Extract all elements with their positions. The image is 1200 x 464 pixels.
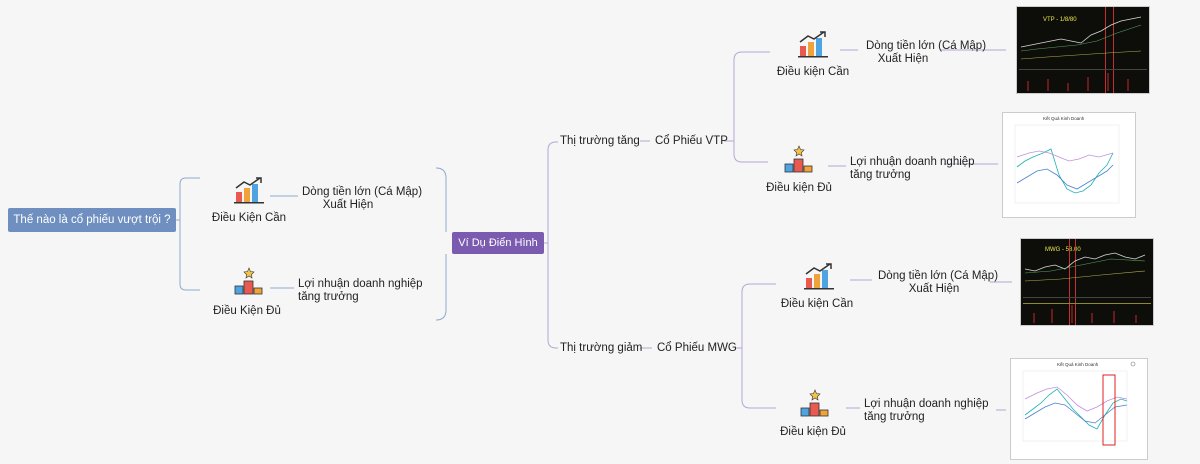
left-du-detail-line2: tăng trưởng <box>298 291 359 303</box>
vtp-price-chart-image[interactable]: VTP - 1/8/80 <box>1016 6 1150 94</box>
mwg-can-detail-line2: Xuất Hiện <box>908 283 960 295</box>
vtp-chart-title: VTP - 1/8/80 <box>1043 17 1077 23</box>
mwg-can-detail[interactable]: Dòng tiền lớn (Cá Mập) Xuất Hiện <box>878 270 998 296</box>
stock-mwg-label[interactable]: Cổ Phiếu MWG <box>657 342 737 354</box>
left-can-detail[interactable]: Dòng tiền lớn (Cá Mập) Xuất Hiện <box>302 186 422 212</box>
chart-growth-icon <box>798 31 828 58</box>
market-up-label[interactable]: Thị trường tăng <box>560 135 640 147</box>
left-dieu-kien-can-label[interactable]: Điều Kiện Cần <box>211 212 287 224</box>
chart-growth-icon <box>234 177 264 204</box>
mwg-profit-chart-title: Kết Quả Kinh Doanh <box>1057 362 1099 367</box>
market-down-label[interactable]: Thị trường giảm <box>560 342 643 354</box>
chart-growth-icon <box>804 263 834 290</box>
vtp-can-detail-line2: Xuất Hiện <box>877 53 929 65</box>
podium-star-icon <box>800 389 829 417</box>
stock-vtp-label[interactable]: Cổ Phiếu VTP <box>655 135 728 147</box>
root-topic[interactable]: Thế nào là cổ phiếu vượt trội ? <box>8 208 176 232</box>
vtp-dieu-kien-can-label[interactable]: Điều kiện Cần <box>776 66 850 78</box>
vtp-dieu-kien-du-label[interactable]: Điều kiện Đủ <box>766 182 832 194</box>
left-can-detail-line2: Xuất Hiện <box>322 199 374 211</box>
vtp-du-detail-line1: Lợi nhuận doanh nghiệp <box>850 156 975 168</box>
mwg-chart-title: MWG - 58.00 <box>1045 247 1081 253</box>
mwg-dieu-kien-du-label[interactable]: Điều kiện Đủ <box>780 426 846 438</box>
left-du-detail-line1: Lợi nhuận doanh nghiệp <box>298 278 423 290</box>
vtp-du-detail[interactable]: Lợi nhuận doanh nghiệp tăng trưởng <box>850 156 975 182</box>
center-topic[interactable]: Ví Dụ Điển Hình <box>452 232 544 254</box>
left-du-detail[interactable]: Lợi nhuận doanh nghiệp tăng trưởng <box>298 278 423 304</box>
mwg-dieu-kien-can-label[interactable]: Điều kiện Cần <box>780 298 854 310</box>
vtp-profit-chart-image[interactable]: Kết Quả Kinh Doanh <box>1002 112 1136 218</box>
highlight-box <box>1102 374 1116 446</box>
vtp-can-detail[interactable]: Dòng tiền lớn (Cá Mập) Xuất Hiện <box>866 40 986 66</box>
mwg-price-chart-image[interactable]: MWG - 58.00 <box>1020 238 1154 326</box>
left-can-detail-line1: Dòng tiền lớn (Cá Mập) <box>302 186 423 198</box>
vtp-can-detail-line1: Dòng tiền lớn (Cá Mập) <box>866 40 987 52</box>
vtp-profit-chart-title: Kết Quả Kinh Doanh <box>1043 116 1085 121</box>
mwg-du-detail-line2: tăng trưởng <box>864 411 925 423</box>
mwg-du-detail-line1: Lợi nhuận doanh nghiệp <box>864 398 989 410</box>
settings-icon[interactable] <box>1130 361 1136 367</box>
left-dieu-kien-du-label[interactable]: Điều Kiện Đủ <box>213 305 281 317</box>
mwg-profit-chart-image[interactable]: Kết Quả Kinh Doanh <box>1010 358 1148 460</box>
podium-star-icon <box>234 267 263 295</box>
mwg-du-detail[interactable]: Lợi nhuận doanh nghiệp tăng trưởng <box>864 398 989 424</box>
podium-star-icon <box>784 145 813 173</box>
vtp-du-detail-line2: tăng trưởng <box>850 169 911 181</box>
mwg-can-detail-line1: Dòng tiền lớn (Cá Mập) <box>878 270 999 282</box>
